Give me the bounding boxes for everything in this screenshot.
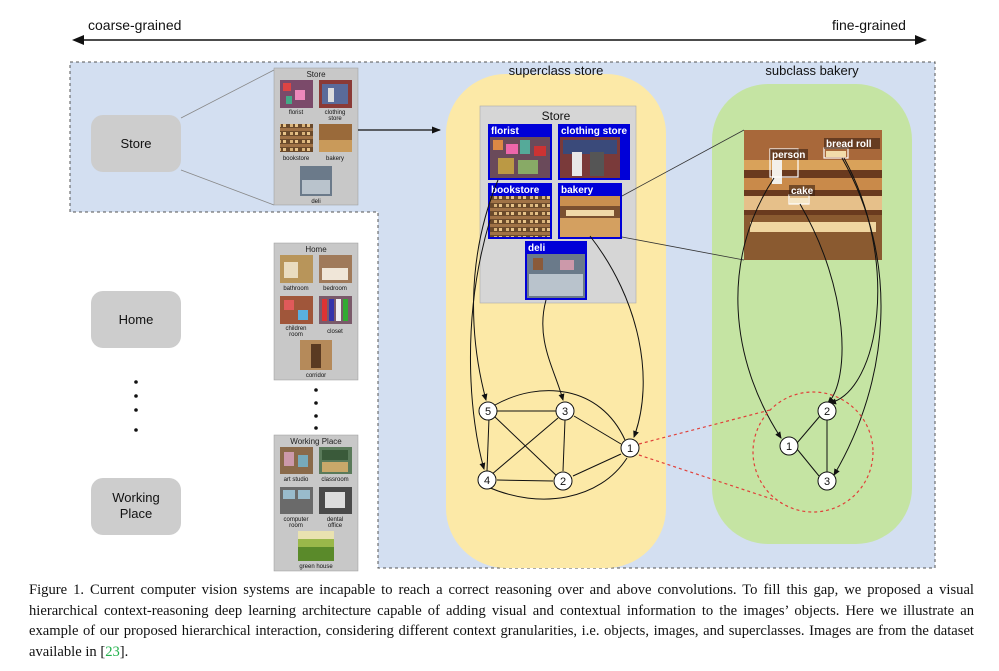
level-home-box: Home [91,291,181,348]
store-thumbnail: Store florist clothing store bookstore b… [273,67,359,206]
image-label: deli [528,243,545,254]
subclass-title: subclass bakery [765,63,859,78]
thumb-label: bookstore [283,156,310,162]
store-thumb-title: Store [306,70,326,79]
object-label: cake [791,186,814,197]
level-store-label: Store [120,136,151,151]
subclass-node: 2 [817,401,837,421]
zoom-connector [638,391,874,513]
citation-link[interactable]: 23 [105,643,120,660]
thumb-label: bedroom [323,286,347,292]
granularity-axis: coarse-grained fine-grained [72,17,927,45]
home-thumbnail: Home bathroom bedroom children room clos… [273,242,359,381]
superclass-node: 1 [620,438,640,458]
thumb-label: dental [327,517,343,523]
coarse-grained-label: coarse-grained [88,17,181,33]
subclass-node: 1 [779,436,799,456]
superclass-arrows [470,179,644,470]
node-label: 4 [484,475,490,487]
superclass-store-box: Store florist clothing store bookstore b… [479,105,637,304]
thumb-label: store [328,116,342,122]
subclass-graph-edges [796,415,828,477]
node-label: 3 [562,406,568,418]
caption-end: ]. [119,643,129,660]
superclass-title: superclass store [509,63,604,78]
thumb-label: corridor [306,373,326,379]
node-label: 5 [485,406,491,418]
thumb-label: florist [289,110,304,116]
thumb-label: bakery [326,156,344,162]
thumb-label: bathroom [283,286,308,292]
thumb-label: clothing [325,110,346,116]
caption-text: Figure 1. Current computer vision system… [29,582,974,660]
subclass-arrows [737,157,882,476]
level-working-label-1: Working [112,490,159,505]
node-label: 3 [824,476,830,488]
image-label: bookstore [491,185,540,196]
work-thumb-title: Working Place [290,437,342,446]
superclass-graph-edges [486,390,628,500]
home-thumb-title: Home [305,245,327,254]
image-deli: deli [525,241,587,300]
thumb-label: computer [283,517,308,523]
level-ellipsis [134,380,138,432]
superclass-node: 2 [553,471,573,491]
thumb-label: green house [299,564,333,570]
superclass-node: 4 [477,470,497,490]
thumb-label: office [328,523,343,529]
thumb-label: children [285,326,306,332]
node-label: 1 [627,443,633,455]
thumb-label: classroom [321,477,348,483]
image-bakery: bakery [558,183,622,239]
thumb-label: room [289,332,303,338]
image-florist: florist [488,124,552,180]
working-place-thumbnail: Working Place art studio classroom compu… [273,434,359,572]
figure-caption: Figure 1. Current computer vision system… [29,580,974,662]
node-label: 2 [824,406,830,418]
level-home-label: Home [119,312,154,327]
image-label: florist [491,126,519,137]
thumb-label: room [289,523,303,529]
subclass-node: 3 [817,471,837,491]
thumb-label: closet [327,329,343,335]
fine-grained-label: fine-grained [832,17,906,33]
superclass-node: 5 [478,401,498,421]
thumb-label: art studio [284,477,309,483]
image-label: clothing store [561,126,628,137]
bakery-scene-image: person bread roll cake [744,130,882,260]
superclass-box-title: Store [542,109,571,123]
superclass-node: 3 [555,401,575,421]
node-label: 2 [560,476,566,488]
node-label: 1 [786,441,792,453]
image-label: bakery [561,185,594,196]
object-label: person [772,150,805,161]
level-working-label-2: Place [120,506,153,521]
thumb-label: deli [311,199,320,205]
level-working-place-box: Working Place [91,478,181,535]
image-bookstore: bookstore [488,183,552,239]
figure-diagram: coarse-grained fine-grained Store Home W… [69,17,936,572]
object-label: bread roll [826,139,872,150]
thumb-ellipsis [314,388,318,430]
image-clothing-store: clothing store [558,124,630,180]
level-store-box: Store [91,115,181,172]
